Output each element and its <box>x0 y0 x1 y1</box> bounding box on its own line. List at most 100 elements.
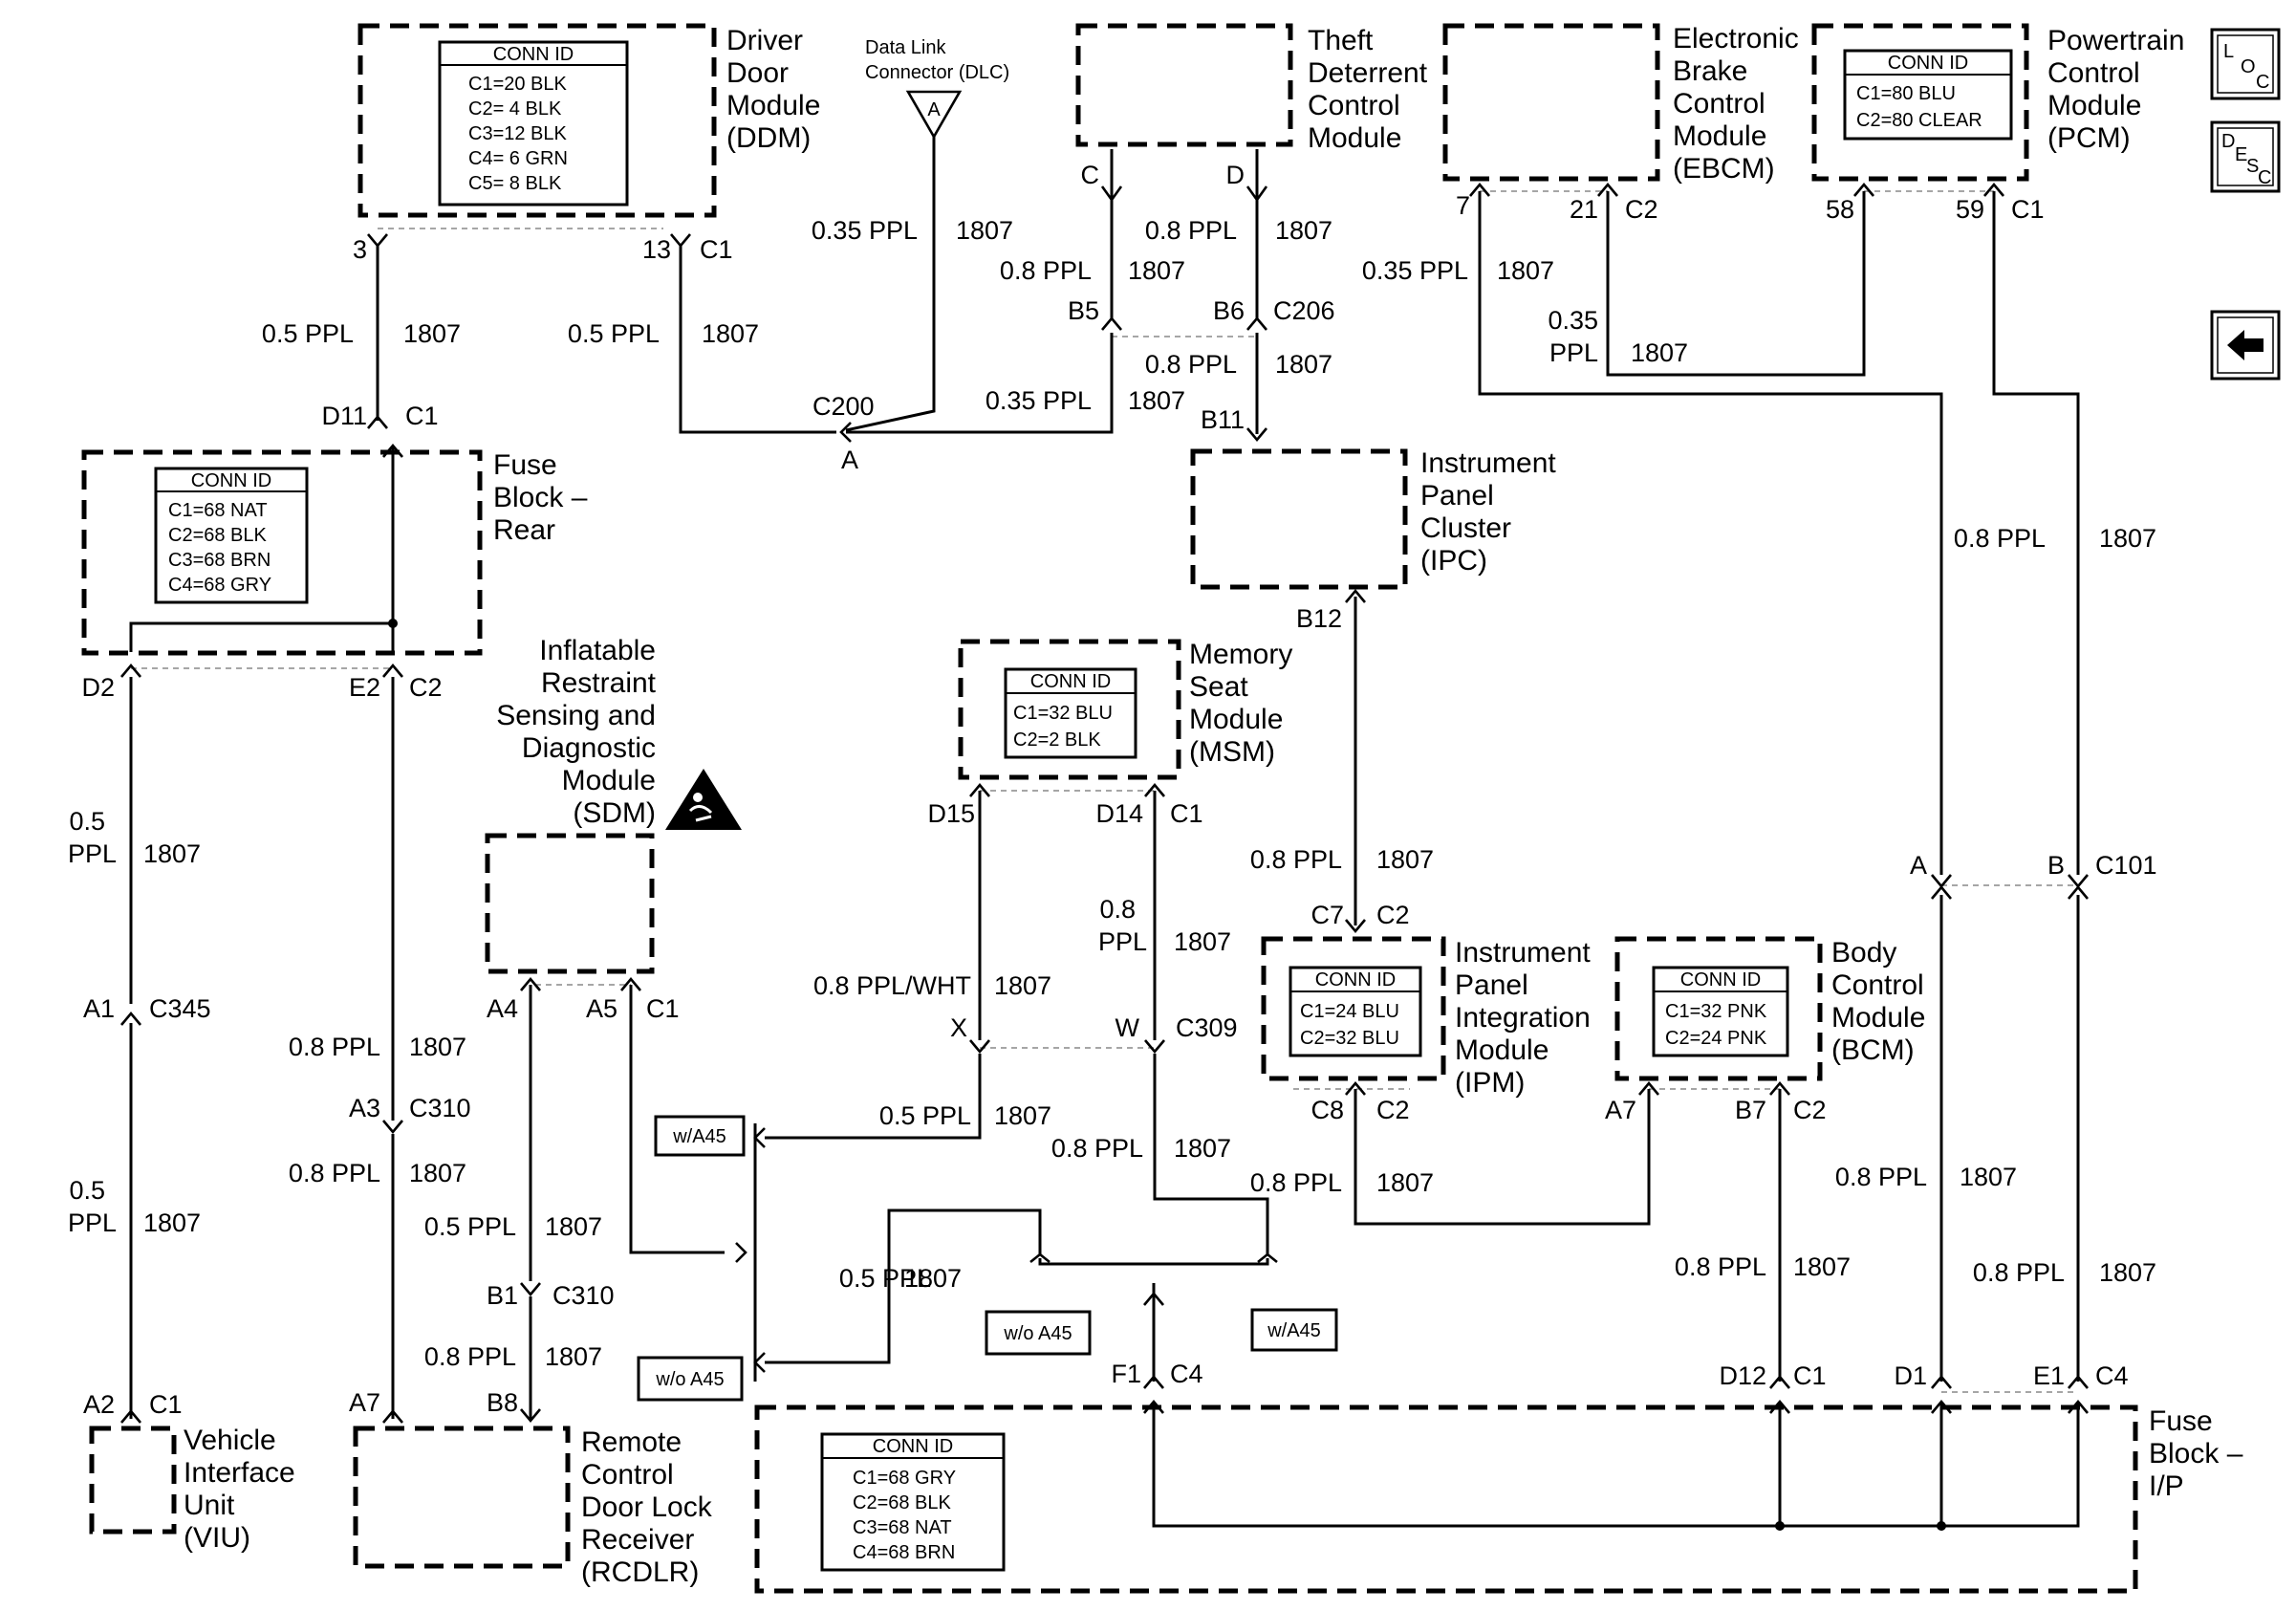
svg-text:A7: A7 <box>1605 1096 1636 1124</box>
svg-text:0.8 PPL: 0.8 PPL <box>1145 350 1237 379</box>
svg-text:C3=12 BLK: C3=12 BLK <box>468 123 568 144</box>
svg-text:C4= 6 GRN: C4= 6 GRN <box>468 148 568 169</box>
svg-text:21: 21 <box>1570 195 1598 224</box>
svg-text:C2= 4 BLK: C2= 4 BLK <box>468 98 562 120</box>
svg-text:C310: C310 <box>409 1094 471 1122</box>
svg-text:C309: C309 <box>1176 1013 1238 1042</box>
svg-text:F1: F1 <box>1111 1360 1141 1388</box>
svg-text:C2: C2 <box>1625 195 1658 224</box>
conn-id-fbr: CONN ID C1=68 NAT C2=68 BLK C3=68 BRN C4… <box>154 467 309 604</box>
svg-text:Fuse: Fuse <box>493 449 557 481</box>
back-button[interactable] <box>2210 310 2281 381</box>
svg-text:1807: 1807 <box>1376 845 1434 874</box>
svg-text:0.8 PPL: 0.8 PPL <box>1973 1258 2065 1287</box>
location-button[interactable]: L O C <box>2210 28 2281 100</box>
svg-text:B5: B5 <box>1068 296 1099 325</box>
svg-text:1807: 1807 <box>1376 1168 1434 1197</box>
wire-labels: 0.5 PPL 1807 0.5 PPL 1807 0.35 PPL 1807 … <box>68 216 2156 1371</box>
svg-text:E1: E1 <box>2033 1361 2065 1390</box>
svg-text:C1=32 BLU: C1=32 BLU <box>1013 703 1113 724</box>
svg-text:CONN ID: CONN ID <box>493 44 574 65</box>
svg-text:Body: Body <box>1831 937 1896 969</box>
svg-text:A: A <box>841 446 858 474</box>
svg-text:PPL: PPL <box>68 1208 117 1237</box>
module-labels: Driver Door Module (DDM) Data Link Conne… <box>184 23 2243 1588</box>
svg-text:(EBCM): (EBCM) <box>1673 153 1775 185</box>
svg-text:Data Link: Data Link <box>865 37 946 58</box>
svg-text:Restraint: Restraint <box>541 667 657 699</box>
svg-text:C1: C1 <box>1170 799 1203 828</box>
svg-text:1807: 1807 <box>409 1033 466 1061</box>
svg-text:0.5 PPL: 0.5 PPL <box>568 319 660 348</box>
svg-text:Diagnostic: Diagnostic <box>522 732 656 764</box>
svg-text:Door Lock: Door Lock <box>581 1491 713 1523</box>
svg-text:C5= 8 BLK: C5= 8 BLK <box>468 173 562 194</box>
svg-text:D15: D15 <box>927 799 975 828</box>
svg-text:B11: B11 <box>1201 405 1245 434</box>
svg-text:Integration: Integration <box>1455 1002 1591 1034</box>
svg-text:A7: A7 <box>349 1388 380 1417</box>
svg-text:Panel: Panel <box>1420 480 1494 512</box>
svg-text:C2=68 BLK: C2=68 BLK <box>853 1492 952 1513</box>
svg-text:C: C <box>1081 161 1100 189</box>
svg-text:1807: 1807 <box>904 1264 962 1293</box>
svg-text:1807: 1807 <box>2099 1258 2156 1287</box>
svg-text:C3=68 BRN: C3=68 BRN <box>168 550 271 571</box>
svg-text:Connector (DLC): Connector (DLC) <box>865 62 1009 83</box>
svg-text:Control: Control <box>1673 88 1765 120</box>
svg-text:0.8 PPL: 0.8 PPL <box>1954 524 2046 553</box>
svg-text:C1: C1 <box>646 994 680 1023</box>
svg-text:Cluster: Cluster <box>1420 512 1511 544</box>
svg-text:C: C <box>2256 72 2269 93</box>
svg-text:O: O <box>2241 56 2256 77</box>
svg-text:(VIU): (VIU) <box>184 1522 250 1554</box>
svg-text:CONN ID: CONN ID <box>191 470 271 491</box>
airbag-warning-icon <box>665 769 742 830</box>
conn-id-ddm: CONN ID C1=20 BLK C2= 4 BLK C3=12 BLK C4… <box>438 40 629 207</box>
svg-text:1807: 1807 <box>1960 1163 2017 1191</box>
svg-text:C1: C1 <box>149 1390 183 1419</box>
rcdlr-box <box>353 1426 571 1569</box>
svg-text:0.8 PPL: 0.8 PPL <box>1835 1163 1927 1191</box>
svg-text:D14: D14 <box>1095 799 1143 828</box>
svg-text:W: W <box>1116 1013 1140 1042</box>
svg-text:0.5 PPL: 0.5 PPL <box>839 1264 931 1293</box>
option-w-a45: w/A45 <box>672 1126 726 1147</box>
svg-text:Module: Module <box>2047 90 2141 121</box>
svg-text:Control: Control <box>2047 57 2140 89</box>
svg-text:59: 59 <box>1956 195 1984 224</box>
svg-text:C2=68 BLK: C2=68 BLK <box>168 525 268 546</box>
svg-text:CONN ID: CONN ID <box>1680 969 1761 991</box>
svg-text:Door: Door <box>726 57 789 89</box>
ipc-box <box>1190 448 1408 590</box>
svg-text:Deterrent: Deterrent <box>1308 57 1428 89</box>
svg-text:1807: 1807 <box>994 1101 1051 1130</box>
svg-text:1807: 1807 <box>1128 386 1185 415</box>
ebcm-box <box>1442 23 1660 182</box>
option-wo-a45-2: w/o A45 <box>1003 1323 1072 1344</box>
svg-text:C1=24 BLU: C1=24 BLU <box>1300 1001 1399 1022</box>
dlc-pin: A <box>927 99 941 120</box>
svg-text:0.5 PPL: 0.5 PPL <box>262 319 354 348</box>
svg-text:Memory: Memory <box>1189 639 1292 670</box>
description-button[interactable]: D E S C <box>2210 120 2281 193</box>
svg-text:C310: C310 <box>552 1281 615 1310</box>
svg-text:D12: D12 <box>1719 1361 1766 1390</box>
option-wo-a45: w/o A45 <box>655 1369 724 1390</box>
svg-text:(PCM): (PCM) <box>2047 122 2131 154</box>
svg-text:Remote: Remote <box>581 1426 682 1458</box>
conn-id-fbip: CONN ID C1=68 GRY C2=68 BLK C3=68 NAT C4… <box>820 1432 1006 1572</box>
svg-text:0.5: 0.5 <box>69 807 105 836</box>
svg-text:C345: C345 <box>149 994 211 1023</box>
svg-text:7: 7 <box>1456 191 1470 220</box>
svg-text:Vehicle: Vehicle <box>184 1425 276 1456</box>
svg-text:C7: C7 <box>1310 901 1344 929</box>
svg-text:0.5 PPL: 0.5 PPL <box>424 1212 516 1241</box>
svg-text:0.8: 0.8 <box>1099 895 1136 924</box>
svg-text:C2=2 BLK: C2=2 BLK <box>1013 729 1101 751</box>
svg-text:Control: Control <box>1831 969 1924 1001</box>
svg-text:0.5 PPL: 0.5 PPL <box>879 1101 971 1130</box>
svg-text:B6: B6 <box>1213 296 1245 325</box>
sdm-box <box>485 833 655 974</box>
